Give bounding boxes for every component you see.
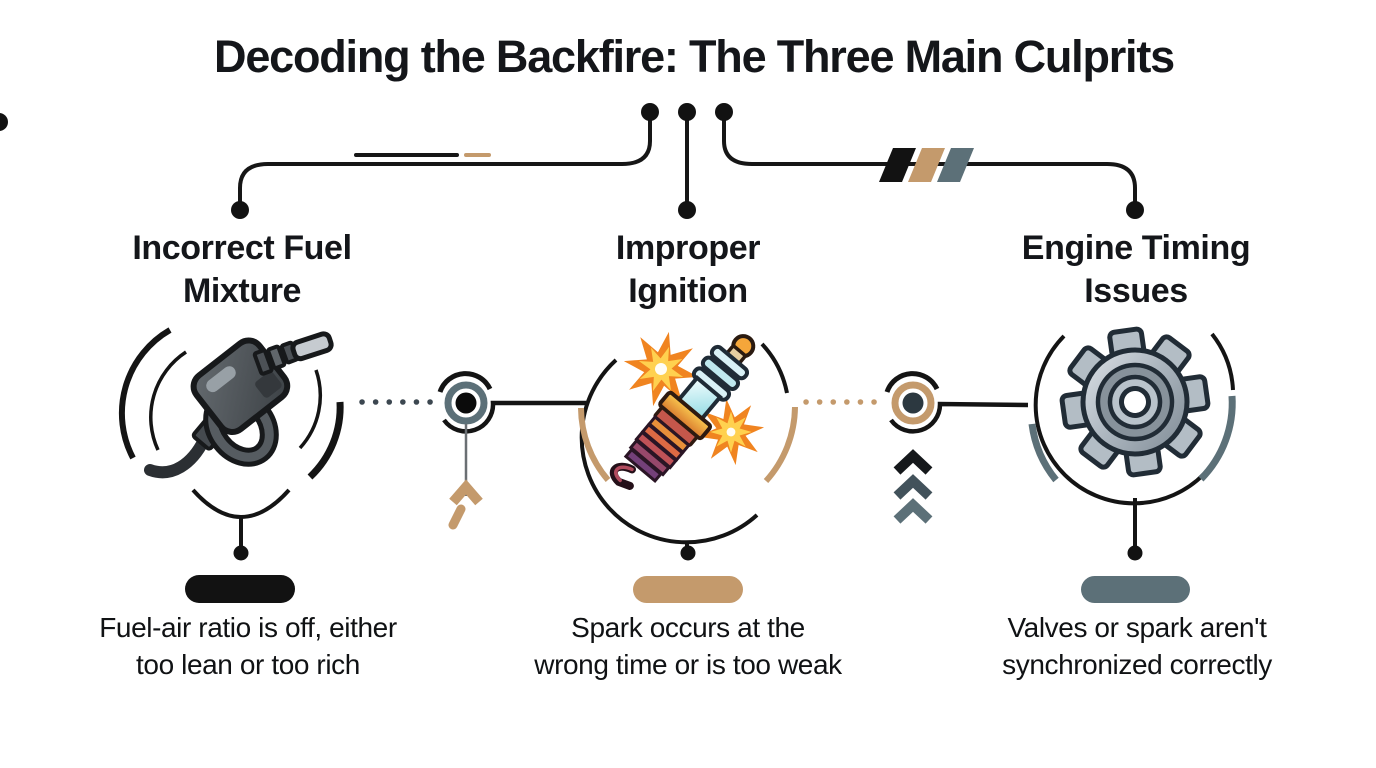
- fuel-nozzle-icon: [144, 331, 334, 479]
- fuel-pill: [185, 575, 295, 603]
- timing-stem-dot: [1127, 545, 1143, 561]
- branch-left-line: [238, 116, 652, 203]
- heading-line: Issues: [1084, 272, 1188, 310]
- heading-line: Improper: [615, 229, 761, 267]
- heading-line: Engine Timing: [1021, 229, 1251, 267]
- gear-icon: [1059, 326, 1211, 478]
- timing-pill: [1081, 576, 1190, 603]
- description-improper-ignition: Spark occurs at the wrong time or is too…: [534, 609, 842, 683]
- description-line: Valves or spark aren't: [1007, 612, 1267, 643]
- triple-chevron-icon: [893, 449, 933, 524]
- spark-plug-icon: [609, 334, 756, 490]
- branch-connector-lines: [238, 116, 1137, 203]
- description-line: wrong time or is too weak: [534, 649, 842, 680]
- description-line: Fuel-air ratio is off, either: [99, 612, 397, 643]
- description-engine-timing: Valves or spark aren't synchronized corr…: [1002, 609, 1272, 683]
- fuel-circle-arcs: [118, 327, 344, 546]
- description-fuel-mixture: Fuel-air ratio is off, either too lean o…: [99, 609, 397, 683]
- ignition-pill: [633, 576, 743, 603]
- up-arrow-tan-icon: [448, 479, 483, 530]
- left-edge-dot: [0, 113, 8, 131]
- heading-line: Mixture: [182, 272, 302, 310]
- spark-burst-icon: [623, 331, 765, 466]
- heading-line: Incorrect Fuel: [132, 229, 352, 267]
- heading-engine-timing-issues: Engine Timing Issues: [1021, 227, 1251, 313]
- ignition-stem-dot: [680, 545, 696, 561]
- description-line: too lean or too rich: [136, 649, 360, 680]
- heading-improper-ignition: Improper Ignition: [615, 227, 761, 313]
- ignition-circle-arcs: [578, 342, 798, 547]
- branch-dots: [231, 103, 1144, 219]
- fuel-stem-dot: [233, 545, 249, 561]
- timing-circle-arcs: [1028, 332, 1236, 546]
- heading-line: Ignition: [628, 272, 748, 310]
- stripe-accent-icon: [879, 148, 974, 182]
- description-line: Spark occurs at the: [571, 612, 805, 643]
- page-title: Decoding the Backfire: The Three Main Cu…: [214, 31, 1175, 82]
- description-line: synchronized correctly: [1002, 649, 1272, 680]
- connector-node-1: [359, 371, 586, 530]
- heading-incorrect-fuel-mixture: Incorrect Fuel Mixture: [132, 227, 352, 313]
- connector-node-2: [803, 371, 1029, 524]
